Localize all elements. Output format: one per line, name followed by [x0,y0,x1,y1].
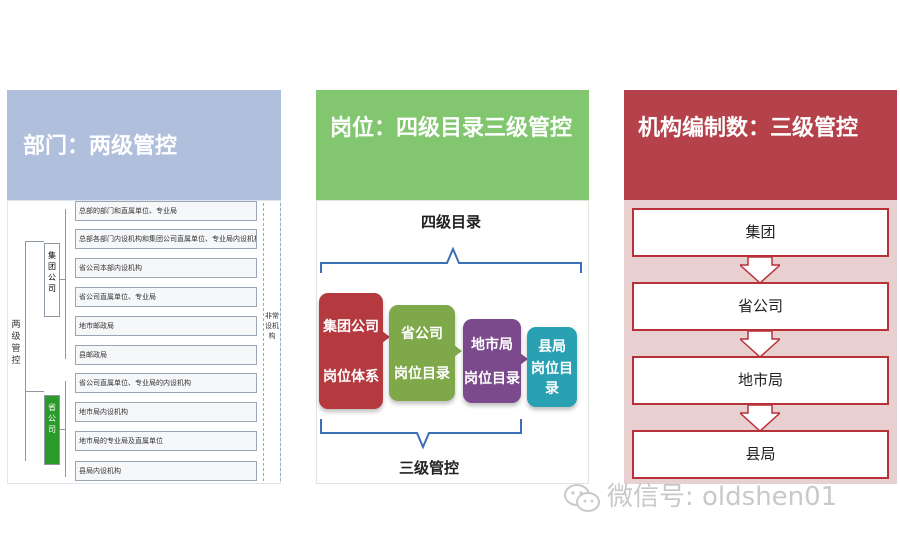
three-level-label: 三级管控 [399,459,460,477]
staffing-chain: 集团 省公司 地市局 县局 [624,200,897,484]
dept-panel-title: 部门：两级管控 [7,90,281,200]
group-group-company: 集团公司 [44,243,60,317]
level-group: 集团 [632,208,889,257]
org-item: 省公司本部内设机构 [75,258,257,278]
org-item: 县局内设机构 [75,461,257,481]
position-step-line2: 岗位目录 [531,361,573,397]
tree-connector [60,279,65,280]
staffing-panel-title: 机构编制数：三级管控 [624,90,897,200]
group-province-company: 省公司 [44,395,60,465]
down-arrow-icon [740,331,780,357]
position-step-line1: 县局 [538,339,566,355]
org-item: 县邮政局 [75,345,257,365]
wechat-icon [564,483,600,512]
position-step: 地市局岗位目录 [463,319,521,403]
position-step-line2: 岗位目录 [464,371,520,387]
down-arrow-icon [740,257,780,283]
position-step-line1: 集团公司 [323,319,379,335]
tree-connector [65,209,66,359]
position-panel-title: 岗位：四级目录三级管控 [316,90,589,200]
staffing-panel: 机构编制数：三级管控 集团 省公司 地市局 县局 [624,90,897,484]
group-province-company-label: 省公司 [48,403,56,434]
tree-connector [65,381,66,477]
org-item: 总部的部门和直属单位、专业局 [75,201,257,221]
step-arrow-icon [454,345,462,357]
position-brackets [320,246,582,450]
dept-org-tree: 两级管控 集团公司 省公司 总部的部门和直属单位、专业局 总部各部门内设机构和集… [7,200,281,484]
position-step-line2: 岗位目录 [394,366,450,382]
tree-connector [60,429,65,430]
step-arrow-icon [520,353,528,365]
position-step-line1: 地市局 [471,337,513,353]
bottom-brace [320,419,522,450]
step-arrow-icon [382,331,390,343]
position-panel: 岗位：四级目录三级管控 四级目录 集团公司岗位体系省公司岗位目录地市局岗位目录县… [316,90,589,484]
non-permanent-bar: 非常设机构 [263,203,281,481]
position-step-line1: 省公司 [401,326,443,342]
org-item: 总部各部门内设机构和集团公司直属单位、专业局内设机构 [75,229,257,249]
org-item: 地市局内设机构 [75,402,257,422]
top-brace [320,246,582,273]
tree-branch [25,391,44,392]
level-county: 县局 [632,430,889,479]
group-group-company-label: 集团公司 [48,251,56,293]
org-item: 地市局的专业局及直属单位 [75,431,257,451]
four-level-label: 四级目录 [421,213,482,231]
org-item: 省公司直属单位、专业局的内设机构 [75,373,257,393]
level-province: 省公司 [632,282,889,331]
non-permanent-label: 非常设机构 [265,312,279,340]
position-step: 省公司岗位目录 [389,305,455,401]
two-level-label: 两级管控 [11,320,21,366]
position-step: 集团公司岗位体系 [319,293,383,409]
tree-spine [25,241,26,461]
position-diagram: 四级目录 集团公司岗位体系省公司岗位目录地市局岗位目录县局岗位目录 三级管控 [316,200,589,484]
watermark: 微信号: oldshen01 [563,482,837,512]
position-step: 县局岗位目录 [527,327,577,407]
dept-panel: 部门：两级管控 两级管控 集团公司 省公司 总部的部门和直属单位、专业局 总部各… [7,90,281,484]
down-arrow-icon [740,405,780,431]
org-item: 地市邮政局 [75,316,257,336]
tree-branch [25,241,44,242]
org-item: 省公司直属单位、专业局 [75,287,257,307]
position-step-line2: 岗位体系 [323,369,379,385]
level-city: 地市局 [632,356,889,405]
watermark-text: 微信号: oldshen01 [607,482,838,512]
